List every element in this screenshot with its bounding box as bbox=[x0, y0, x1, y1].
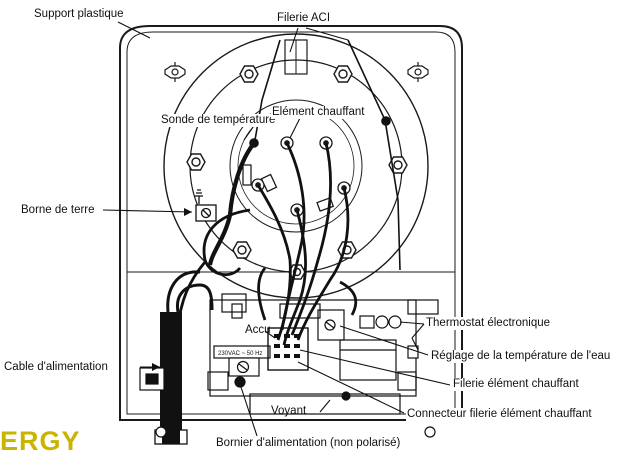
label-thermostat: Thermostat électronique bbox=[425, 317, 552, 330]
voltage-marking: 230VAC ~ 50 Hz bbox=[218, 351, 262, 357]
label-reglage-temperature: Réglage de la température de l'eau bbox=[430, 350, 612, 363]
label-element-chauffant: Elément chauffant bbox=[271, 106, 366, 119]
label-bornier: Bornier d'alimentation (non polarisé) bbox=[215, 437, 402, 450]
label-filerie-element: Filerie élément chauffant bbox=[452, 378, 580, 391]
label-cable-alimentation: Cable d'alimentation bbox=[3, 361, 109, 374]
arrow-heads bbox=[152, 208, 192, 371]
element-wiring bbox=[176, 142, 358, 346]
label-voyant: Voyant bbox=[271, 405, 307, 417]
element-terminals bbox=[251, 136, 351, 217]
power-cable bbox=[154, 270, 214, 445]
label-accu: Accu bbox=[245, 324, 271, 336]
leader-lines bbox=[102, 21, 451, 437]
label-connecteur-filerie: Connecteur filerie élément chauffant bbox=[406, 408, 593, 421]
label-support-plastique: Support plastique bbox=[33, 8, 125, 21]
ground-terminal bbox=[195, 189, 217, 222]
wing-nuts bbox=[164, 62, 429, 82]
label-borne-terre: Borne de terre bbox=[20, 204, 96, 217]
electronic-board bbox=[207, 293, 419, 415]
label-sonde-temperature: Sonde de température bbox=[160, 114, 277, 127]
label-filerie-aci: Filerie ACI bbox=[276, 12, 332, 25]
brand-logo-fragment: ERGY bbox=[0, 426, 81, 456]
